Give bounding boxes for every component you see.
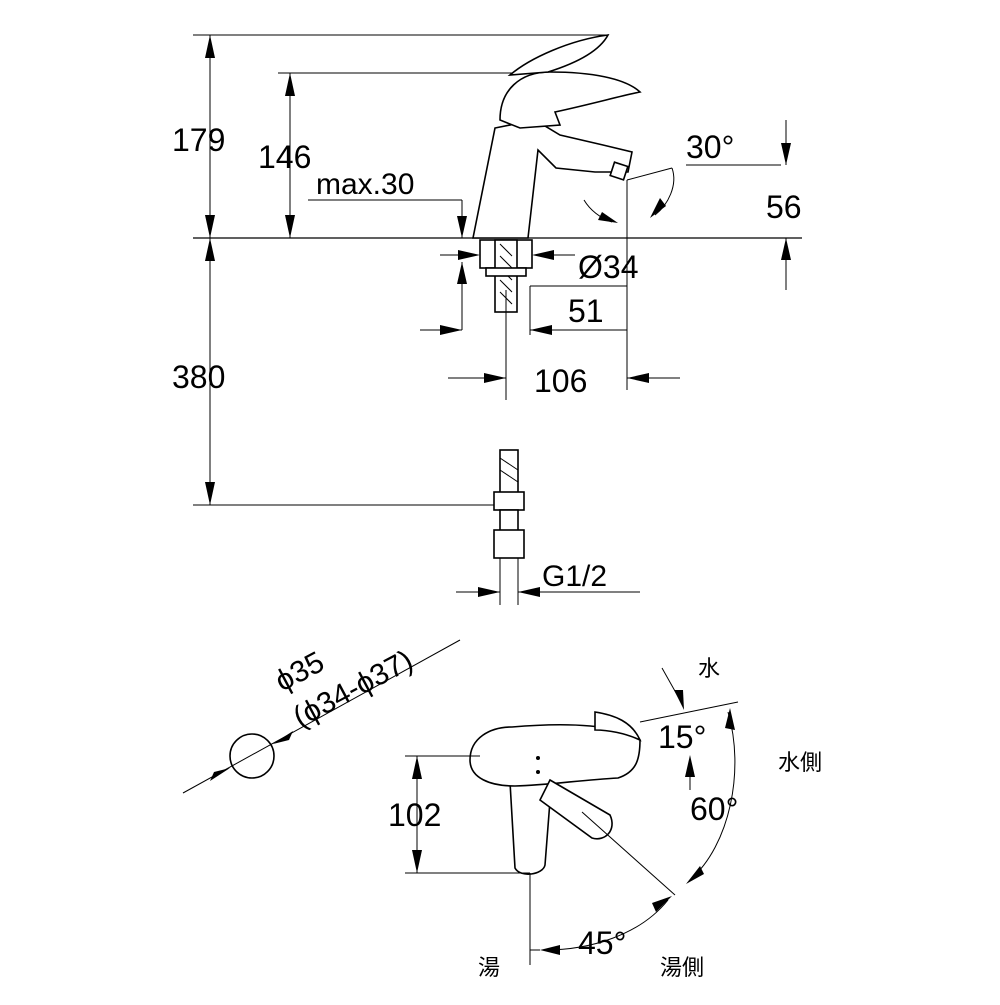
label-cold: 水	[698, 657, 720, 682]
dim-hose-length: 380	[172, 359, 225, 395]
dim-thread: G1/2	[542, 560, 607, 593]
dim-lever-height: 102	[388, 797, 441, 833]
dim-hot-angle: 45°	[578, 925, 626, 961]
label-cold-side: 水側	[778, 751, 822, 776]
dim-spout-angle: 30°	[686, 129, 734, 165]
deck-hole	[229, 733, 275, 779]
dim-total-height: 179	[172, 122, 225, 158]
rotation-arc	[689, 711, 736, 881]
lever-raised-outline	[507, 34, 610, 76]
dim-hole-diameter: Ø34	[578, 249, 638, 285]
washer	[485, 267, 527, 277]
dim-spout-height: 146	[258, 139, 311, 175]
dim-spout-clearance: 56	[766, 189, 802, 225]
side-view: 179 146 max.30 30° 56	[172, 34, 802, 605]
spout-aerator	[609, 161, 629, 181]
dim-cold-angle: 15°	[658, 719, 706, 755]
label-hot-side: 湯側	[660, 956, 704, 981]
dim-rotation-angle: 60°	[690, 791, 738, 827]
top-lever	[469, 724, 641, 787]
top-view: 102 水 15° 60° 水側 45° 湯 湯側	[388, 657, 822, 981]
hose-nut	[493, 491, 525, 511]
hot-arc	[544, 899, 669, 951]
rotation-axis	[581, 811, 676, 896]
dim-max-deck-thickness: max.30	[316, 168, 414, 201]
dim-spout-reach: 51	[568, 293, 604, 329]
lever-handle	[499, 71, 642, 129]
angle-arc-30	[654, 167, 675, 216]
top-lever-cold	[594, 711, 642, 742]
cold-axis	[639, 701, 739, 723]
g12-nut	[493, 529, 525, 559]
hole-leader	[182, 639, 461, 794]
flexible-hose	[499, 449, 519, 496]
hose-ferrule	[499, 509, 519, 533]
label-hot: 湯	[478, 956, 500, 981]
dim-spout-projection: 106	[534, 363, 587, 399]
top-lever-hot	[538, 778, 613, 840]
